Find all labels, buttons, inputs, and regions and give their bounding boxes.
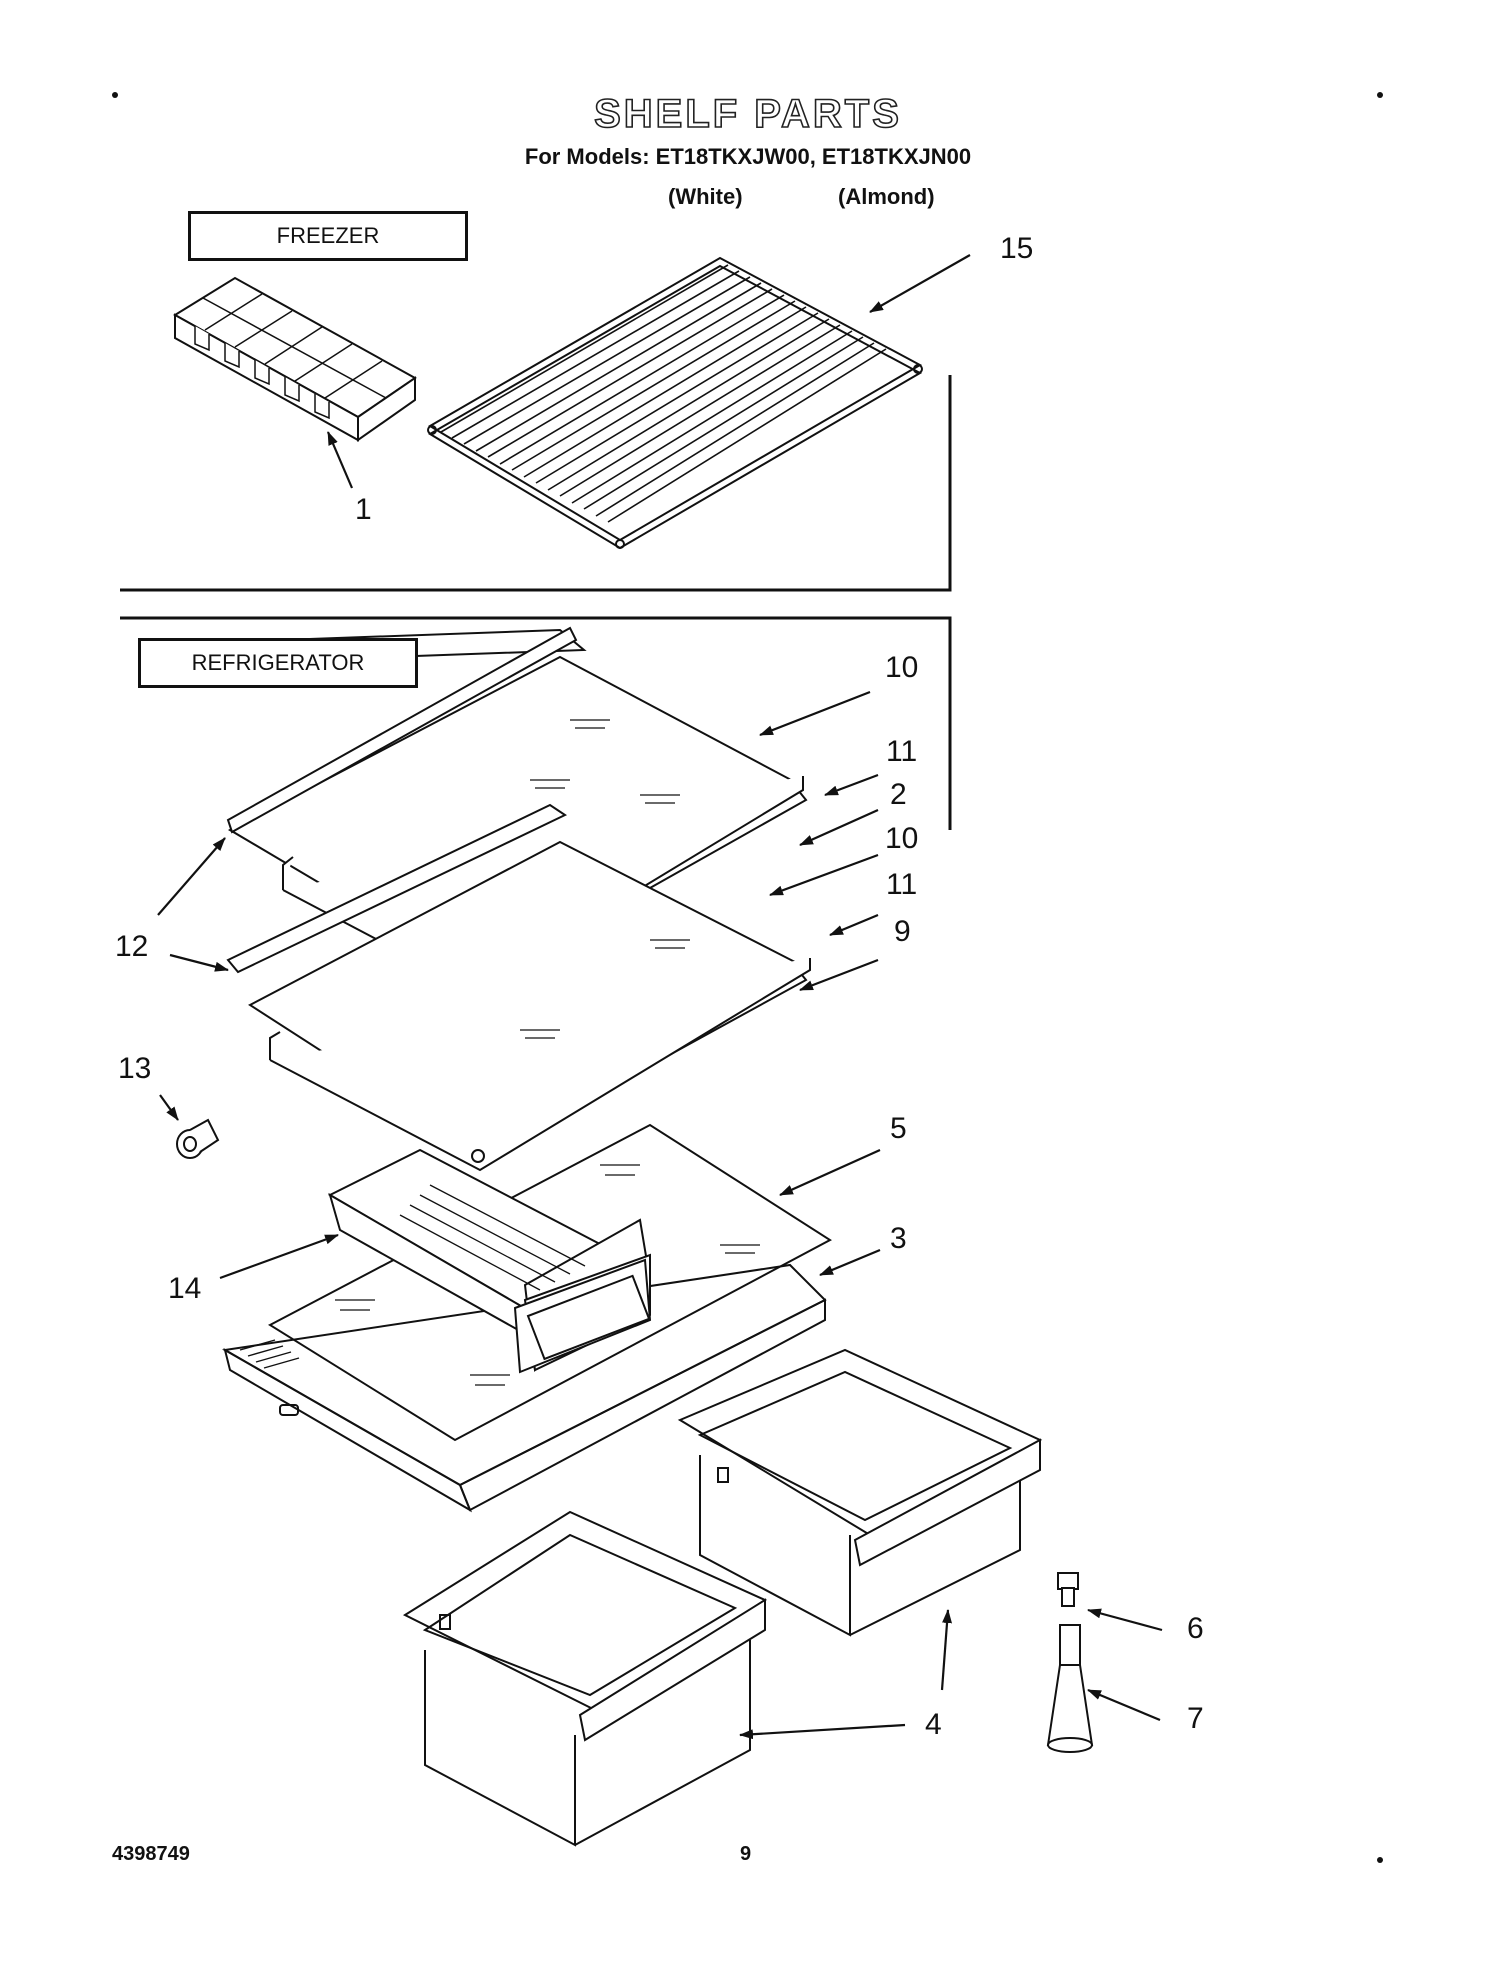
lower-glass-shelf-part	[226, 803, 811, 1172]
callout-11-lower: 11	[886, 868, 918, 901]
callout-5: 5	[890, 1112, 907, 1145]
callout-10-lower: 10	[885, 822, 919, 855]
callout-9: 9	[894, 915, 911, 948]
leveling-leg-part	[1046, 1572, 1094, 1753]
freezer-wire-shelf-part	[427, 256, 923, 550]
callout-3: 3	[890, 1222, 907, 1255]
crisper-cover-frame-part	[222, 1263, 827, 1513]
callout-13: 13	[118, 1052, 152, 1085]
callout-15: 15	[1000, 232, 1034, 265]
bushing-part	[176, 1118, 220, 1159]
callout-leaders	[157, 254, 1163, 1740]
callout-14: 14	[168, 1272, 202, 1305]
document-number: 4398749	[112, 1843, 190, 1865]
callout-6: 6	[1187, 1612, 1204, 1645]
callout-7: 7	[1187, 1702, 1204, 1735]
ice-tray-part	[173, 276, 417, 442]
crisper-drawer-part	[402, 1510, 768, 1847]
variant-white: (White)	[668, 184, 743, 209]
freezer-frame	[120, 375, 952, 592]
callout-2: 2	[890, 778, 907, 811]
models-line: For Models: ET18TKXJW00, ET18TKXJN00	[524, 144, 972, 169]
refrigerator-section-label: REFRIGERATOR	[138, 638, 418, 688]
freezer-section-label: FREEZER	[188, 211, 468, 261]
callout-12: 12	[115, 930, 149, 963]
meat-pan-part	[327, 1148, 652, 1374]
callout-4: 4	[925, 1708, 942, 1741]
page-number: 9	[740, 1843, 752, 1865]
callout-1: 1	[355, 493, 372, 526]
crisper-drawer-part	[677, 1348, 1043, 1637]
callout-11-upper: 11	[886, 735, 918, 768]
variant-almond: (Almond)	[838, 184, 935, 209]
callout-10-upper: 10	[885, 651, 919, 684]
page-title: SHELF PARTS	[593, 91, 902, 137]
refrigerator-frame	[120, 616, 952, 830]
